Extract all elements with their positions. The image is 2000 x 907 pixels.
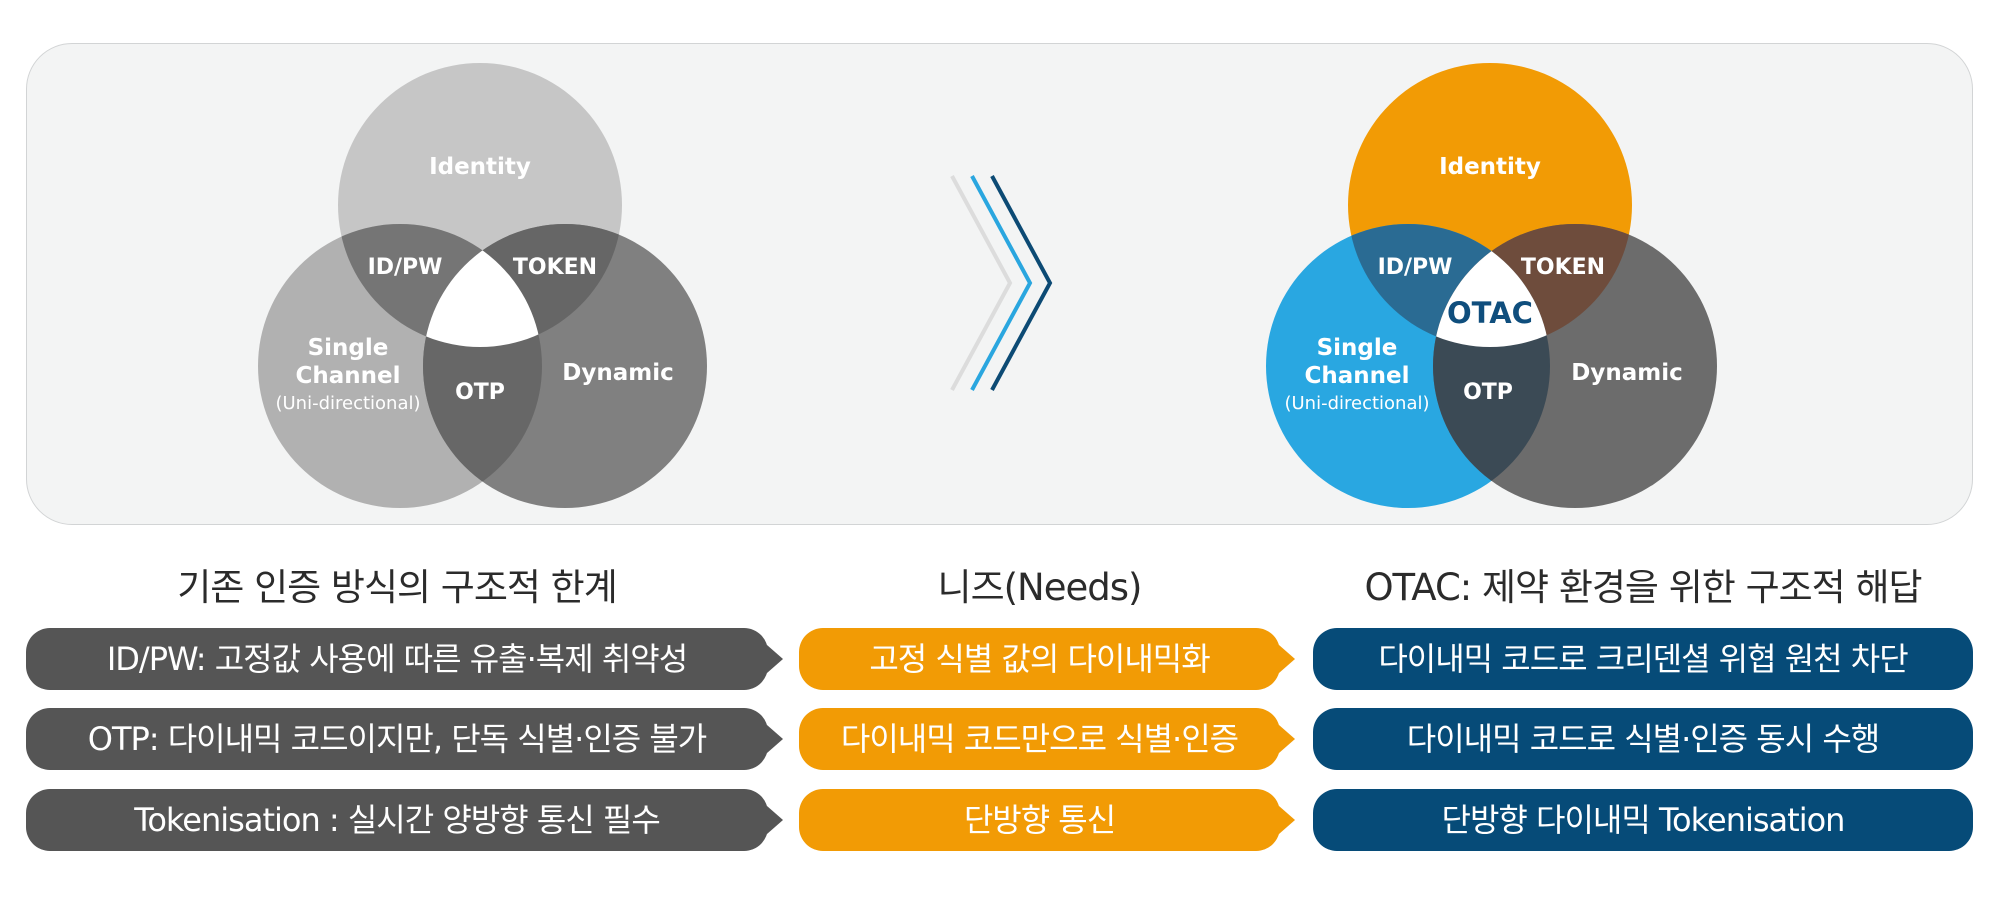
arrow-tip: [767, 725, 783, 753]
right-center-region: [1433, 224, 1550, 347]
left-otp-label: OTP: [455, 380, 505, 405]
right-identity-label: Identity: [1439, 154, 1541, 180]
right-otp-label: OTP: [1463, 380, 1513, 405]
right-uni-label: (Uni-directional): [1284, 393, 1429, 414]
arrow-tip: [1279, 806, 1295, 834]
need-pill-dynamic-id: 고정 식별 값의 다이내믹화: [799, 628, 1280, 690]
solution-pill-one-way-tokenisation: 단방향 다이내믹 Tokenisation: [1313, 789, 1973, 851]
left-center-region: [423, 224, 542, 347]
left-identity-label: Identity: [429, 154, 531, 180]
right-single-label: Single: [1317, 335, 1398, 361]
right-token-label: TOKEN: [1521, 255, 1605, 280]
need-pill-dynamic-auth: 다이내믹 코드만으로 식별·인증: [799, 708, 1280, 770]
arrow-tip: [767, 806, 783, 834]
heading-otac-solution: OTAC: 제약 환경을 위한 구조적 해답: [1364, 566, 1922, 609]
left-uni-label: (Uni-directional): [275, 393, 420, 414]
right-dynamic-label: Dynamic: [1571, 360, 1682, 386]
heading-structural-limits: 기존 인증 방식의 구조적 한계: [177, 566, 618, 609]
right-otac-label: OTAC: [1447, 296, 1533, 330]
left-channel-label: Channel: [295, 363, 400, 389]
right-idpw-label: ID/PW: [1378, 255, 1453, 280]
arrow-tip: [1279, 645, 1295, 673]
solution-pill-credential-block: 다이내믹 코드로 크리덴셜 위협 원천 차단: [1313, 628, 1973, 690]
left-dynamic-label: Dynamic: [562, 360, 673, 386]
need-pill-one-way: 단방향 통신: [799, 789, 1280, 851]
transition-chevrons: [950, 175, 1053, 391]
heading-needs: 니즈(Needs): [937, 566, 1143, 609]
chevron-light: [950, 175, 1013, 391]
solution-pill-simultaneous-auth: 다이내믹 코드로 식별·인증 동시 수행: [1313, 708, 1973, 770]
left-venn: Identity ID/PW TOKEN Single Channel (Uni…: [258, 63, 707, 508]
arrow-tip: [1279, 725, 1295, 753]
left-token-label: TOKEN: [513, 255, 597, 280]
chevron-blue: [970, 175, 1033, 391]
right-venn: Identity ID/PW TOKEN OTAC Single Channel…: [1266, 63, 1717, 508]
limit-pill-tokenisation: Tokenisation : 실시간 양방향 통신 필수: [26, 789, 768, 851]
limit-pill-idpw: ID/PW: 고정값 사용에 따른 유출·복제 취약성: [26, 628, 768, 690]
chevron-navy: [990, 175, 1053, 391]
right-channel-label: Channel: [1304, 363, 1409, 389]
left-single-label: Single: [308, 335, 389, 361]
limit-pill-otp: OTP: 다이내믹 코드이지만, 단독 식별·인증 불가: [26, 708, 768, 770]
left-idpw-label: ID/PW: [368, 255, 443, 280]
arrow-tip: [767, 645, 783, 673]
